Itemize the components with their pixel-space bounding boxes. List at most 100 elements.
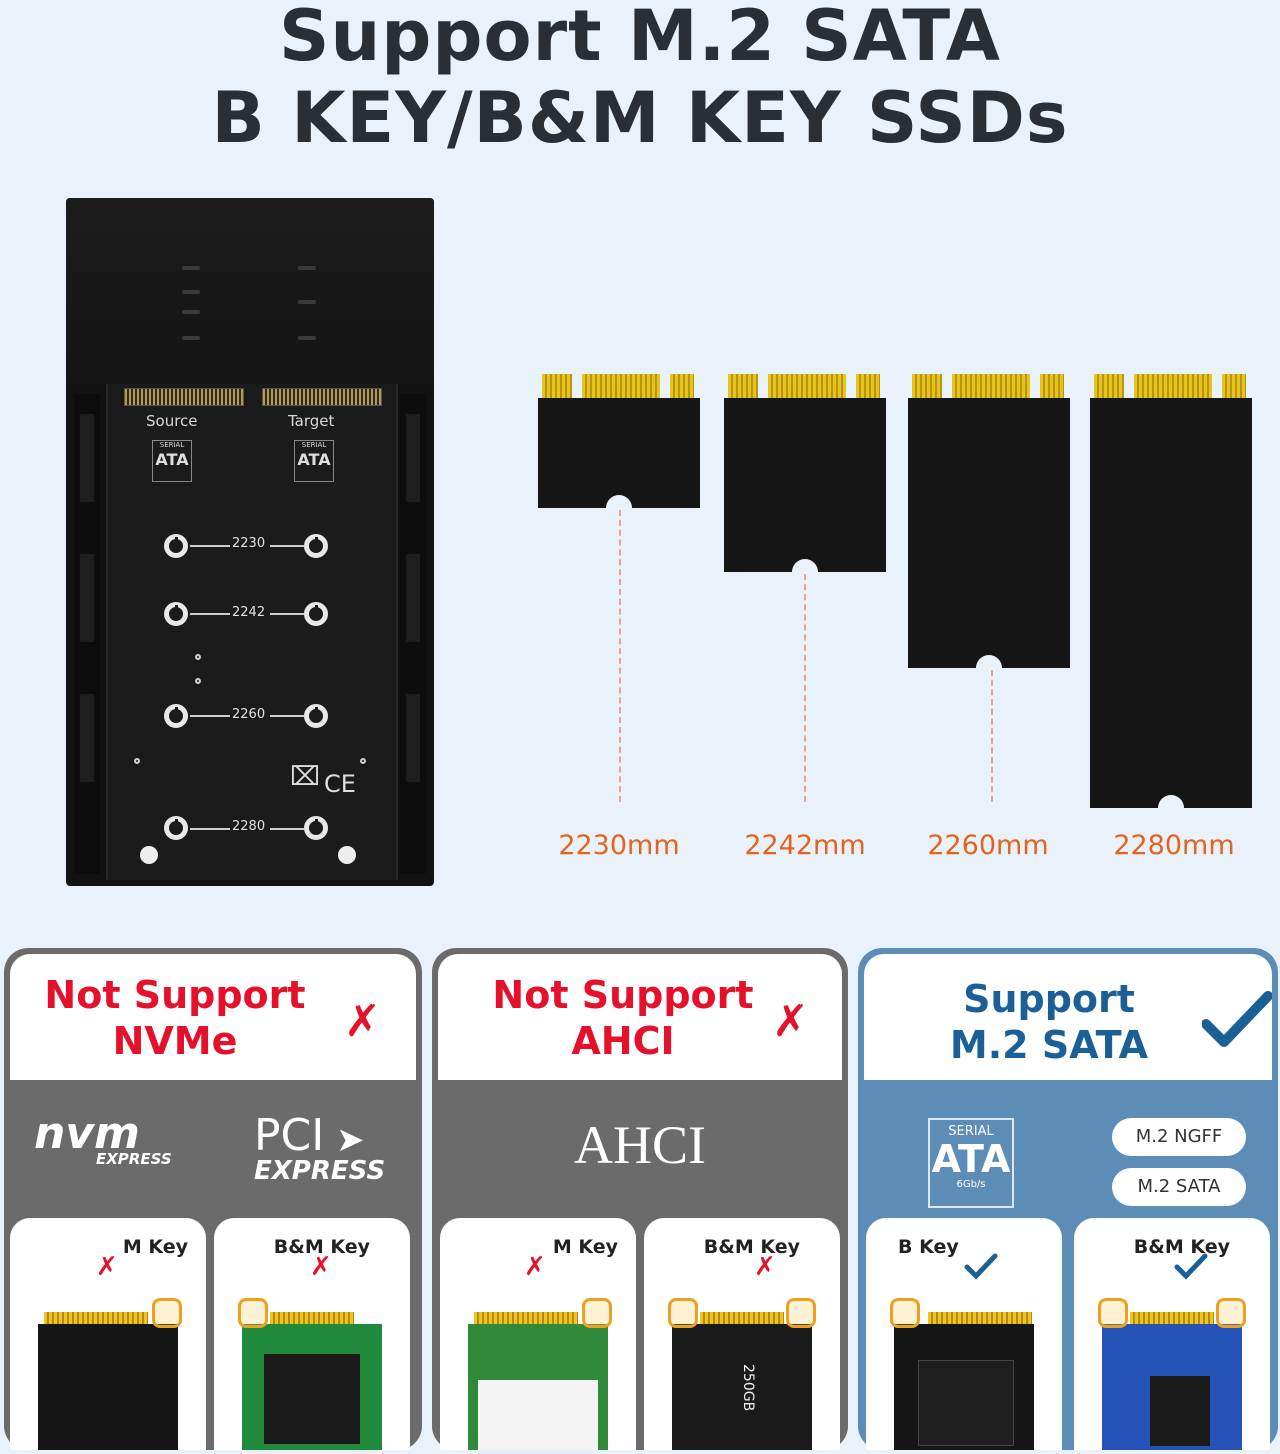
pill-m2-ngff: M.2 NGFF	[1112, 1118, 1246, 1156]
ssd-photo	[1098, 1298, 1246, 1450]
screw-post-icon	[304, 534, 328, 558]
size-label-2260: 2260mm	[927, 830, 1049, 861]
target-connector	[262, 388, 382, 406]
panel-heading: Support M.2 SATA	[864, 954, 1272, 1080]
key-highlight	[668, 1298, 698, 1328]
enclosure-top	[66, 198, 434, 384]
key-highlight	[1216, 1298, 1246, 1328]
ssd-capacity-label: 250GB	[740, 1364, 756, 1412]
length-guide	[619, 510, 621, 802]
heading-line-1: Support	[963, 977, 1135, 1021]
ssd-photo	[890, 1298, 1034, 1450]
x-mark-icon: ✗	[96, 1252, 118, 1282]
checkmark-icon	[964, 1253, 998, 1280]
ssd-photo: 250GB	[668, 1298, 816, 1450]
ssd-2242-card	[724, 374, 886, 585]
target-label: Target	[288, 412, 335, 430]
panel-heading: Not Support AHCI ✗	[438, 954, 842, 1080]
left-rail	[74, 394, 100, 874]
vent	[298, 336, 316, 340]
panel-body: AHCI	[432, 1080, 848, 1450]
screw-post-icon	[304, 816, 328, 840]
ssd-2260-card	[908, 374, 1070, 681]
key-label: M Key	[552, 1236, 618, 1258]
source-label: Source	[146, 412, 198, 430]
pci-arrow-icon: ➤	[336, 1120, 365, 1160]
heading-line-2: M.2 SATA	[949, 1023, 1149, 1067]
screw-post-icon	[164, 816, 188, 840]
mount-label-2230: 2230	[232, 536, 266, 551]
x-mark-icon: ✗	[344, 996, 381, 1047]
ssd-2230-card	[538, 374, 700, 521]
panel-heading: Not Support NVMe ✗	[10, 954, 416, 1080]
weee-icon: ⌧	[290, 762, 320, 792]
heading-line-2: AHCI	[571, 1019, 675, 1063]
screw-post-icon	[164, 534, 188, 558]
screw-post-icon	[304, 602, 328, 626]
pci-express-logo-sub: EXPRESS	[254, 1156, 386, 1186]
vent	[298, 266, 316, 270]
hole	[195, 678, 201, 684]
key-card-b-key: B Key	[866, 1218, 1062, 1450]
key-highlight	[890, 1298, 920, 1328]
checkmark-icon	[1174, 1253, 1208, 1280]
key-highlight	[582, 1298, 612, 1328]
pci-express-logo-icon: PCI	[254, 1110, 325, 1161]
x-mark-icon: ✗	[310, 1252, 332, 1282]
foot	[140, 846, 158, 864]
size-label-2280: 2280mm	[1113, 830, 1235, 861]
drive-tray	[106, 384, 398, 880]
pill-m2-sata: M.2 SATA	[1112, 1168, 1246, 1206]
key-card-m-key: M Key ✗	[10, 1218, 206, 1450]
vent	[182, 266, 200, 270]
sata-logo-icon: SERIAL ATA 6Gb/s	[928, 1118, 1014, 1208]
x-mark-icon: ✗	[754, 1252, 776, 1282]
panel-body: nvm EXPRESS PCI ➤ EXPRESS	[4, 1080, 422, 1450]
key-card-m-key: M Key ✗	[440, 1218, 636, 1450]
size-label-2242: 2242mm	[744, 830, 866, 861]
ssd-photo	[468, 1298, 612, 1450]
hole	[195, 654, 201, 660]
heading-line-1: Not Support	[44, 973, 306, 1017]
panel-body: SERIAL ATA 6Gb/s	[858, 1080, 1278, 1450]
key-card-bm-key: B&M Key	[1074, 1218, 1270, 1450]
foot	[338, 846, 356, 864]
checkmark-icon	[1202, 991, 1272, 1047]
heading-line-2: NVMe	[112, 1019, 238, 1063]
nvme-logo-sub: EXPRESS	[96, 1150, 172, 1168]
ce-mark: CE	[324, 770, 356, 798]
key-label: B Key	[898, 1236, 959, 1258]
x-mark-icon: ✗	[524, 1252, 546, 1282]
key-label: M Key	[122, 1236, 188, 1258]
hole	[134, 758, 140, 764]
mount-label-2242: 2242	[232, 605, 266, 620]
source-connector	[124, 388, 244, 406]
screw-post-icon	[304, 704, 328, 728]
key-label: B&M Key	[703, 1236, 800, 1258]
key-label: B&M Key	[1133, 1236, 1230, 1258]
x-mark-icon: ✗	[772, 996, 809, 1047]
key-label: B&M Key	[273, 1236, 370, 1258]
ssd-photo	[38, 1298, 182, 1450]
ahci-logo: AHCI	[574, 1115, 706, 1175]
key-highlight	[786, 1298, 816, 1328]
right-rail	[400, 394, 426, 874]
screw-post-icon	[164, 602, 188, 626]
vent	[182, 310, 200, 314]
key-highlight	[1098, 1298, 1128, 1328]
vent	[298, 300, 316, 304]
vent	[182, 290, 200, 294]
mount-label-2260: 2260	[232, 707, 266, 722]
size-label-2230: 2230mm	[558, 830, 680, 861]
length-guide	[804, 574, 806, 802]
hole	[360, 758, 366, 764]
ssd-photo	[238, 1298, 382, 1450]
key-highlight	[238, 1298, 268, 1328]
heading-line-1: Not Support	[492, 973, 754, 1017]
nvme-logo-icon: nvm	[34, 1108, 140, 1159]
key-highlight	[152, 1298, 182, 1328]
headline-line-1: Support M.2 SATA	[279, 0, 1001, 77]
